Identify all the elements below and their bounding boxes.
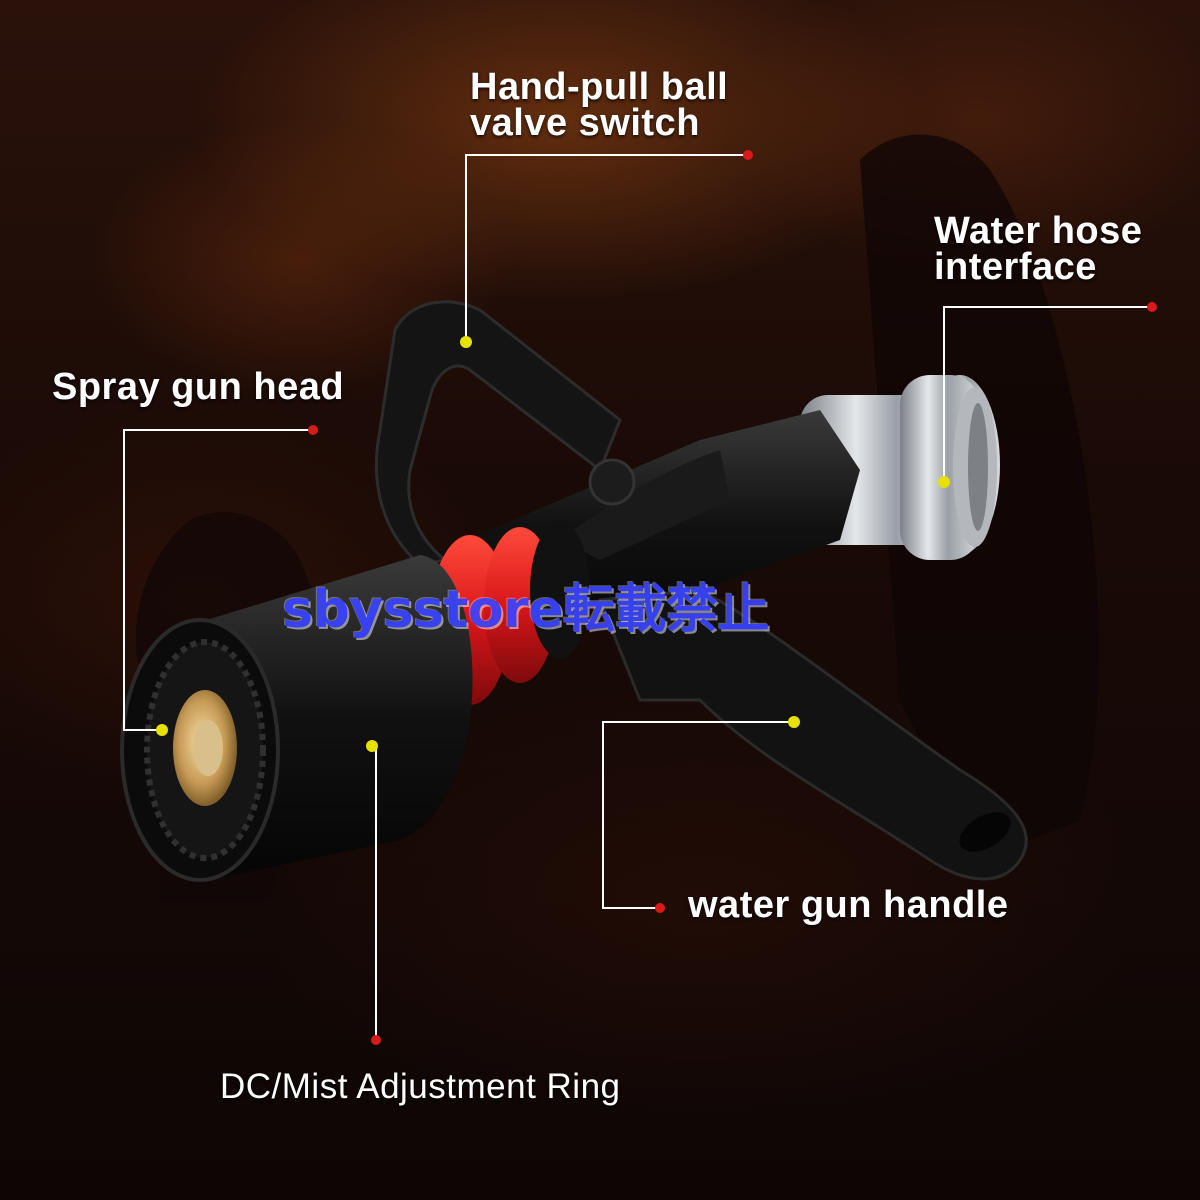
end-dots [308, 150, 1157, 1045]
label-hose-line1: Water hose [934, 210, 1143, 252]
valve-lever [374, 300, 622, 567]
label-valve-line1: Hand-pull ball [470, 66, 729, 108]
label-hose-line2: interface [934, 246, 1097, 288]
anchor-dot-valve [460, 336, 472, 348]
watermark: sbysstore転載禁止 [282, 580, 769, 640]
end-dot-adjust-ring [371, 1035, 381, 1045]
end-dot-hose [1147, 302, 1157, 312]
anchor-dot-spray-head [156, 724, 168, 736]
label-spray-head: Spray gun head [52, 366, 345, 408]
anchor-dots [156, 336, 950, 752]
leader-line-spray-head [123, 429, 313, 731]
red-rings [430, 522, 590, 705]
anchor-dot-hose [938, 476, 950, 488]
spray-nozzle [120, 555, 473, 882]
pistol-grip [597, 588, 1028, 881]
leader-line-hose [943, 306, 1152, 482]
lever-pivot [588, 458, 636, 506]
end-dot-valve [743, 150, 753, 160]
end-dot-spray-head [308, 425, 318, 435]
anchor-dot-adjust-ring [366, 740, 378, 752]
label-adjust-ring: DC/Mist Adjustment Ring [220, 1067, 621, 1106]
end-dot-handle [655, 903, 665, 913]
label-valve-line2: valve switch [470, 102, 700, 144]
leader-line-handle [602, 721, 794, 909]
label-handle: water gun handle [688, 884, 1009, 926]
leader-line-valve [465, 154, 748, 342]
anchor-dot-handle [788, 716, 800, 728]
grip-end-opening [959, 812, 1011, 852]
